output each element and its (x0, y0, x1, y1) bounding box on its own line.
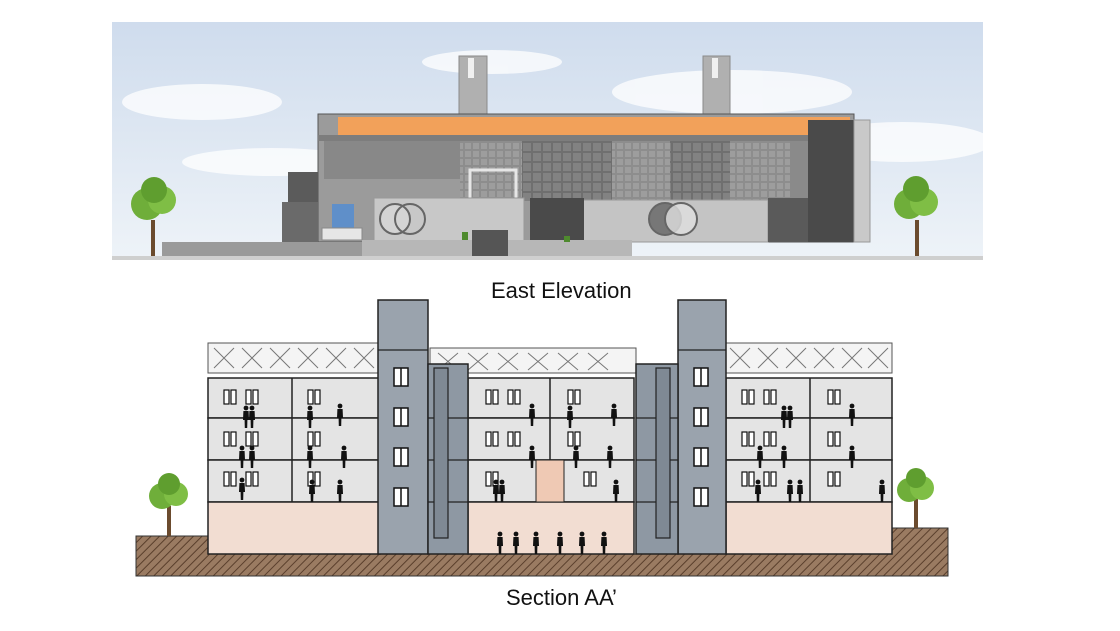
roof-truss-row (207, 342, 893, 374)
tree-icon (131, 177, 176, 256)
east-elevation-caption: East Elevation (491, 278, 632, 303)
tree-icon (894, 176, 938, 256)
section-aa-drawing (134, 298, 950, 580)
section-aa-caption: Section AA’ (506, 585, 617, 610)
stair-core-right (677, 299, 727, 555)
circular-window-icon (379, 202, 698, 236)
tree-icon (897, 468, 934, 528)
roof-band (338, 117, 850, 135)
stair-core-left (377, 299, 429, 555)
tree-icon (149, 473, 188, 536)
east-elevation-drawing (112, 22, 992, 262)
